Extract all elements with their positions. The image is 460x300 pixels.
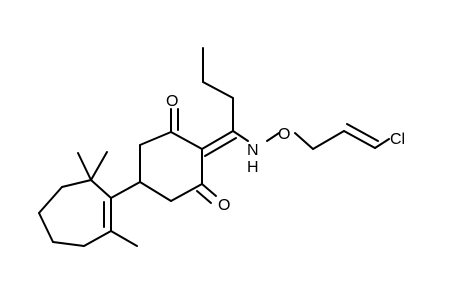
bond-ring-b-6 [139,181,172,202]
bond-carbonyl-bottom [201,183,217,197]
bond-ring-a-1 [90,179,112,199]
atom-oxygen-ether: O [278,126,290,143]
bond-n-o [266,132,280,142]
bond-vinyl [343,130,376,149]
bond-ch2-vinyl [312,130,345,150]
bond-gem-methyl-2 [90,151,108,181]
atom-oxygen-bottom: O [218,197,230,214]
bond-ring-a-2 [61,179,92,188]
bond-ring-b-5 [170,183,203,202]
bond-c-n [232,130,249,142]
bond-ring-a-3 [38,186,63,214]
bond-ring-b-2 [139,131,172,146]
bond-exocyclic-double [204,137,237,157]
bond-ring-a-5 [52,241,85,247]
bond-o-ch2 [294,132,314,150]
atom-hydrogen: H [247,159,259,176]
bond-ring-a-6 [83,230,112,247]
bond-propyl-2 [202,81,234,99]
atom-oxygen-top: O [166,93,178,110]
bond-exocyclic [201,130,234,150]
bond-carbonyl-bottom-double [196,190,212,204]
bond-gem-methyl-1 [77,152,92,181]
bond-ring-a-4 [38,212,54,243]
bond-vinyl-double [346,123,379,142]
bond-ring-methyl [110,230,138,247]
bond-ring-link [110,181,141,199]
atom-chlorine: Cl [390,131,405,148]
atom-nitrogen: N [247,142,259,159]
bond-vinyl-cl [374,138,390,149]
bond-ring-b-3 [170,131,203,150]
